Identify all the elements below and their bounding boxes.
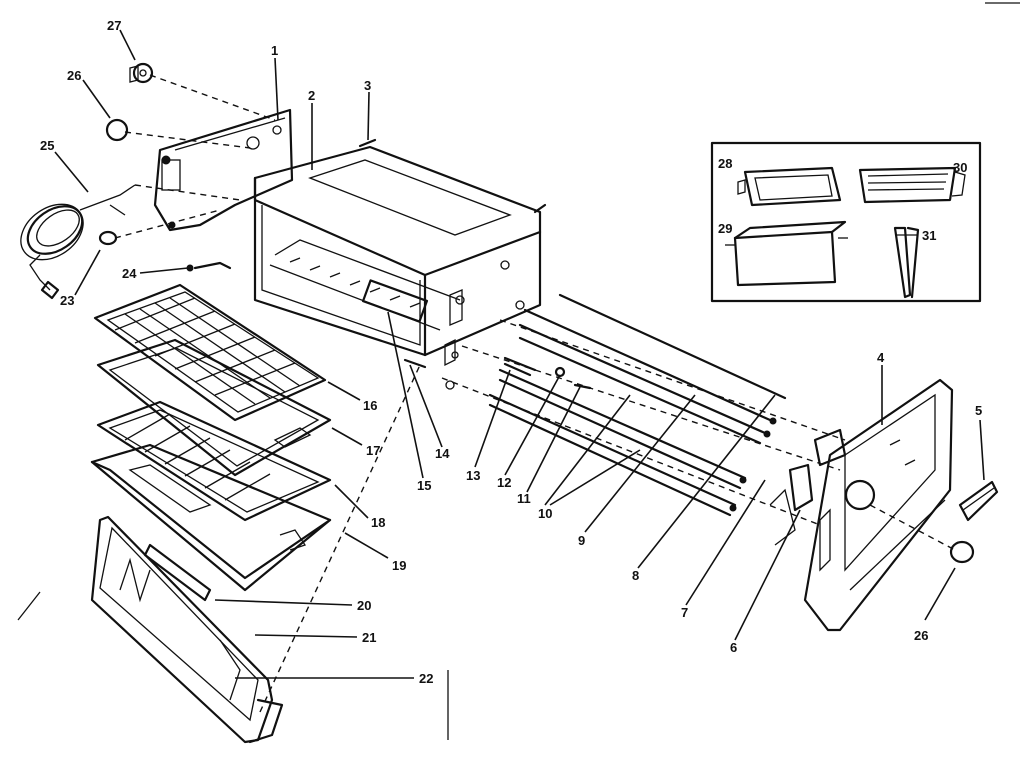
broil-tray-part-30 xyxy=(858,166,966,204)
callout-28: 28 xyxy=(718,156,732,171)
callout-8: 8 xyxy=(632,568,639,583)
foot-part-26-left xyxy=(105,118,129,142)
callout-13: 13 xyxy=(466,468,480,483)
callout-30: 30 xyxy=(953,160,967,175)
callout-26a: 26 xyxy=(67,68,81,83)
heating-element-rods xyxy=(488,293,787,517)
power-cord-part-25 xyxy=(20,184,136,300)
door-handle-part-20 xyxy=(143,543,212,602)
callout-31: 31 xyxy=(922,228,936,243)
callout-24: 24 xyxy=(122,266,137,281)
callout-18: 18 xyxy=(371,515,385,530)
callout-19: 19 xyxy=(392,558,406,573)
baking-pan-part-28 xyxy=(737,166,842,207)
callout-2: 2 xyxy=(308,88,315,103)
assembly-dashed-lines xyxy=(114,74,956,713)
callout-5: 5 xyxy=(975,403,982,418)
callout-12: 12 xyxy=(497,475,511,490)
callout-labels: 27 26 25 23 24 1 2 3 4 5 6 7 8 9 10 11 1… xyxy=(40,18,982,686)
tongs-part-31 xyxy=(893,226,920,299)
callout-9: 9 xyxy=(578,533,585,548)
callout-16: 16 xyxy=(363,398,377,413)
knob-part-5 xyxy=(958,480,999,522)
callout-27: 27 xyxy=(107,18,121,33)
leader-lines xyxy=(54,29,985,679)
screw-part-3 xyxy=(358,138,377,148)
oven-rack-part-16 xyxy=(93,283,327,422)
callout-3: 3 xyxy=(364,78,371,93)
callout-10: 10 xyxy=(538,506,552,521)
spring-part-24 xyxy=(186,261,232,272)
callout-4: 4 xyxy=(877,350,885,365)
oven-cabinet-part xyxy=(253,145,542,390)
roasting-pan-part-29 xyxy=(725,220,848,287)
callout-11: 11 xyxy=(517,491,531,506)
callout-1: 1 xyxy=(271,43,278,58)
side-control-door-part-4 xyxy=(803,378,954,632)
callout-22: 22 xyxy=(419,671,433,686)
foot-part-26-right xyxy=(949,540,975,564)
thermostat-part-27 xyxy=(129,62,154,84)
broil-rack-part-18 xyxy=(96,400,332,522)
callout-25: 25 xyxy=(40,138,54,153)
small-hardware-parts xyxy=(403,356,592,390)
front-door-part-21 xyxy=(90,515,284,744)
callout-20: 20 xyxy=(357,598,371,613)
end-panel-part xyxy=(153,108,294,232)
timer-switch-part-6 xyxy=(769,428,847,546)
callout-6: 6 xyxy=(730,640,737,655)
crumb-tray-part-17 xyxy=(96,338,332,477)
callout-26b: 26 xyxy=(914,628,928,643)
callout-14: 14 xyxy=(435,446,450,461)
scan-artifacts xyxy=(17,2,1020,740)
callout-15: 15 xyxy=(417,478,431,493)
accessories-inset-box xyxy=(710,141,982,303)
broil-pan-part-19 xyxy=(90,443,332,592)
callout-23: 23 xyxy=(60,293,74,308)
cord-grommet-part-23 xyxy=(98,230,118,246)
callout-29: 29 xyxy=(718,221,732,236)
callout-21: 21 xyxy=(362,630,376,645)
callout-17: 17 xyxy=(366,443,380,458)
callout-7: 7 xyxy=(681,605,688,620)
screw-part-top-right xyxy=(533,203,547,214)
